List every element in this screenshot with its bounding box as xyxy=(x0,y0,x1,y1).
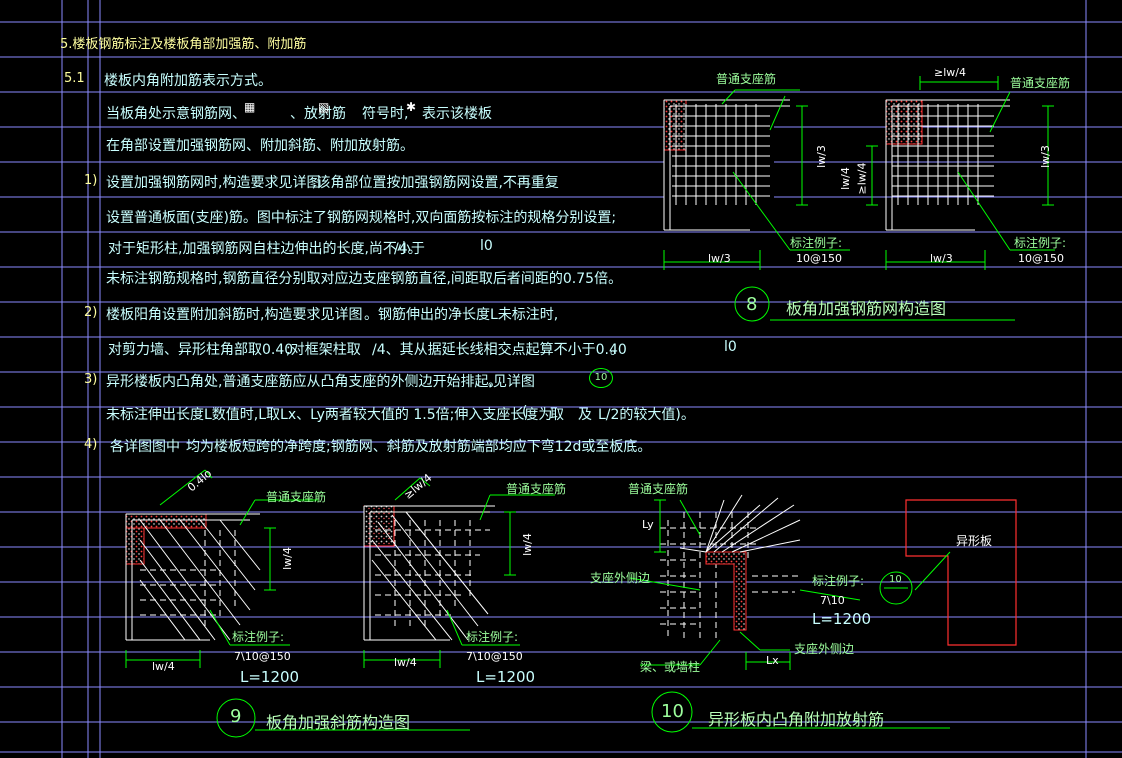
fig9-right-dim-w: lw/4 xyxy=(394,656,417,669)
fig8-right-dim-top: ≥lw/4 xyxy=(934,66,966,79)
plan-outline xyxy=(879,499,1017,646)
heading-number: 5.1 xyxy=(64,71,85,86)
fig10-title-graphics xyxy=(651,691,950,733)
fig9-left-length: L=1200 xyxy=(240,668,300,686)
fig8-right-mesh xyxy=(866,76,1055,270)
fig8-right-dim-h2: ≥lw/4 xyxy=(855,162,869,195)
fig8-right-spec: 10@150 xyxy=(1018,252,1064,265)
note-line: 表示该楼板 xyxy=(422,106,492,122)
note-line: 楼板阳角设置附加斜筋时,构造要求见详图 xyxy=(106,307,363,323)
note-line: 、放射筋 xyxy=(290,106,346,122)
radial-symbol-icon: ✱ xyxy=(406,100,417,114)
fig9-caption: 板角加强斜筋构造图 xyxy=(266,713,411,732)
note-line: 。钢筋伸出的净长度L未标注时, xyxy=(364,307,559,323)
fig9-right-length: L=1200 xyxy=(476,668,536,686)
note-line: 设置加强钢筋网时,构造要求见详图 xyxy=(106,175,321,191)
fig9-title-graphics xyxy=(216,698,470,738)
ref-bubble: 10 xyxy=(589,368,613,388)
note-line: 未标注伸出长度L数值时,L取Lx、Ly两者较大值的 1.5倍;伸入支座长度为 xyxy=(106,407,553,423)
note-line: 在角部设置加强钢筋网、附加斜筋、附加放射筋。 xyxy=(106,138,414,154)
fig8-left-mesh xyxy=(663,89,850,270)
fig10-radial xyxy=(629,494,861,670)
plan-ref: 10 xyxy=(889,574,902,585)
item-number: 4) xyxy=(84,437,98,452)
note-line: 符号时, xyxy=(362,106,409,122)
fig8-left-note: 标注例子: xyxy=(790,236,843,250)
fig10-support-right: 支座外侧边 xyxy=(794,642,855,656)
fig8-left-spec: 10@150 xyxy=(796,252,842,265)
fig8-right-note: 标注例子: xyxy=(1014,236,1067,250)
fig9-right-note: 标注例子: xyxy=(466,630,519,644)
diag-symbol-icon: ▧ xyxy=(318,100,330,114)
fig9-right-dim-v: lw/4 xyxy=(520,533,534,556)
fig10-beam-label: 梁、或墙柱 xyxy=(640,660,701,674)
fig9-left-diag xyxy=(125,469,318,668)
note-line: ;对框架柱取 xyxy=(286,342,361,358)
fig9-left-spec: 7\10@150 xyxy=(234,650,291,663)
plan-label: 异形板 xyxy=(956,534,993,548)
note-line: 设置普通板面(支座)筋。图中标注了钢筋网规格时,双向面筋按标注的规格分别设置; xyxy=(106,210,617,226)
note-line: 均为楼板短跨的净跨度;钢筋网、斜筋及放射筋端部均应下弯12d或至板底。 xyxy=(186,439,652,455)
note-line: ,该角部位置按加强钢筋网设置,不再重复 xyxy=(312,175,559,191)
fig8-right-dim-h3: lw/3 xyxy=(1038,145,1052,168)
fig9-left-dim-v: lw/4 xyxy=(280,547,294,570)
note-line: 对于矩形柱,加强钢筋网自柱边伸出的长度,尚不小于 xyxy=(108,241,425,257)
note-line: /4、其从据延长线相交点起算不小于0.40 xyxy=(372,342,627,358)
fig8-left-dim-w: lw/3 xyxy=(708,252,731,265)
fig10-dim-lx: Lx xyxy=(766,654,779,667)
note-line: l0 xyxy=(724,339,737,355)
fig8-left-rebar-label: 普通支座筋 xyxy=(716,72,777,86)
note-line: 当板角处示意钢筋网 xyxy=(106,106,232,122)
fig10-note: 标注例子: xyxy=(812,574,865,588)
fig10-dim-ly: Ly xyxy=(642,518,654,531)
note-line: 对剪力墙、异形柱角部取0.40 xyxy=(108,342,294,358)
item-number: 3) xyxy=(84,372,98,387)
fig10-number: 10 xyxy=(661,701,684,722)
fig10-length: L=1200 xyxy=(812,610,872,628)
note-line: /4。 xyxy=(394,241,422,257)
fig9-right-spec: 7\10@150 xyxy=(466,650,523,663)
heading-text: 楼板内角附加筋表示方式。 xyxy=(104,73,272,89)
fig10-caption: 异形板内凸角附加放射筋 xyxy=(708,710,885,729)
mesh-symbol-icon: ▦ xyxy=(244,100,256,114)
fig9-left-dim-w: lw/4 xyxy=(152,660,175,673)
note-line: 。 xyxy=(610,342,624,358)
fig10-spec: 7\10 xyxy=(820,594,845,607)
note-line: 异形楼板内凸角处,普通支座筋应从凸角支座的外侧边开始排起,见详图 xyxy=(106,374,535,390)
note-line: L/2的较大值)。 xyxy=(598,407,695,423)
fig8-left-dim-h: lw/3 xyxy=(814,145,828,168)
note-line: 及 xyxy=(578,407,592,423)
fig8-number: 8 xyxy=(746,294,758,315)
fig10-rebar-label: 普通支座筋 xyxy=(628,482,689,496)
note-line: ( xyxy=(522,404,528,420)
fig8-right-dim-w: lw/3 xyxy=(930,252,953,265)
fig8-title-graphics xyxy=(734,286,1015,322)
fig9-right-diag xyxy=(363,477,555,668)
item-number: 2) xyxy=(84,305,98,320)
note-line: 、 xyxy=(232,106,246,122)
fig8-right-rebar-label: 普通支座筋 xyxy=(1010,76,1071,90)
note-line: l0 xyxy=(480,238,493,254)
fig9-left-rebar-label: 普通支座筋 xyxy=(266,490,327,504)
fig9-right-rebar-label: 普通支座筋 xyxy=(506,482,567,496)
section-title: 5.楼板钢筋标注及楼板角部加强筋、附加筋 xyxy=(60,37,307,52)
fig8-caption: 板角加强钢筋网构造图 xyxy=(786,299,947,318)
note-line: 未标注钢筋规格时,钢筋直径分别取对应边支座钢筋直径,间距取后者间距的0.75倍。 xyxy=(106,271,623,287)
note-line: 各详图图中 xyxy=(110,439,180,455)
fig10-support-left: 支座外侧边 xyxy=(590,571,651,585)
note-line: 取 xyxy=(550,407,564,423)
fig8-right-dim-h: lw/4 xyxy=(838,167,852,190)
item-number: 1) xyxy=(84,173,98,188)
note-line: 。 xyxy=(488,374,502,390)
fig9-left-note: 标注例子: xyxy=(232,630,285,644)
fig9-number: 9 xyxy=(230,706,242,727)
